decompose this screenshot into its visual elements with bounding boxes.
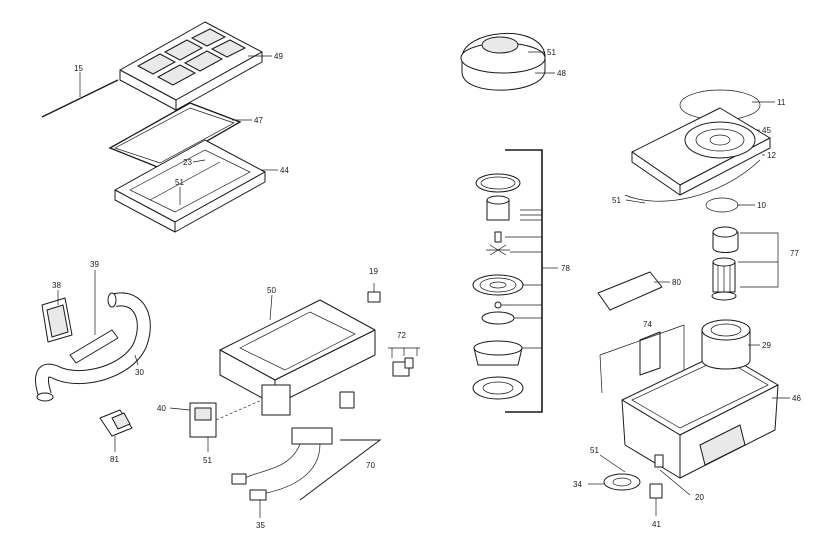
part-12-gasket — [624, 159, 761, 202]
callout-44: 44 — [280, 166, 289, 175]
callout-77: 77 — [790, 249, 799, 258]
bracket-78-ticks — [501, 209, 558, 349]
callout-41: 41 — [652, 520, 661, 529]
callout-labels: 49 15 47 23 44 51 39 38 30 40 81 50 19 7… — [52, 48, 801, 530]
callout-70: 70 — [366, 461, 375, 470]
part-74-latch — [599, 324, 685, 394]
callout-74: 74 — [643, 320, 652, 329]
callout-78: 78 — [561, 264, 570, 273]
part-70-wiring — [231, 427, 382, 501]
callout-48: 48 — [557, 69, 566, 78]
part-30-hose — [35, 292, 151, 402]
callout-51-tank: 51 — [590, 446, 599, 455]
part-72-connectors — [388, 347, 420, 377]
part-39-wand — [69, 329, 119, 364]
part-10-ring — [705, 197, 739, 213]
part-77-filters — [711, 226, 739, 301]
callout-15: 15 — [74, 64, 83, 73]
bracket-78 — [505, 149, 543, 413]
callout-81: 81 — [110, 455, 119, 464]
callout-46: 46 — [792, 394, 801, 403]
part-48-motor-cover — [460, 33, 546, 91]
part-19-clip — [367, 283, 381, 303]
callout-34: 34 — [573, 480, 582, 489]
leader-lines — [57, 51, 790, 518]
callout-50: 50 — [267, 286, 276, 295]
part-44-tray — [114, 139, 266, 233]
callout-45: 45 — [762, 126, 771, 135]
part-29-cyclone — [701, 319, 751, 370]
callout-12: 12 — [767, 151, 776, 160]
callout-38: 38 — [52, 281, 61, 290]
part-78-motor-stack — [472, 173, 524, 400]
part-50-housing — [219, 299, 376, 416]
callout-51-base: 51 — [612, 196, 621, 205]
callout-47: 47 — [254, 116, 263, 125]
callout-80: 80 — [672, 278, 681, 287]
callout-19: 19 — [369, 267, 378, 276]
part-34-cap — [603, 473, 641, 491]
callout-10: 10 — [757, 201, 766, 210]
part-47-frame — [108, 102, 242, 169]
part-81-bag — [99, 409, 133, 437]
part-80-panel — [597, 271, 663, 311]
part-20-clip — [654, 454, 664, 468]
callout-49: 49 — [274, 52, 283, 61]
callout-40: 40 — [157, 404, 166, 413]
callout-23: 23 — [183, 158, 192, 167]
callout-39: 39 — [90, 260, 99, 269]
part-40-switch — [189, 402, 217, 438]
bracket-77 — [738, 232, 779, 288]
callout-20: 20 — [695, 493, 704, 502]
part-49-lid-plate — [119, 21, 263, 111]
part-15-rod — [41, 79, 119, 118]
callout-11: 11 — [777, 98, 786, 107]
part-38-filter — [41, 297, 73, 343]
callout-35: 35 — [256, 521, 265, 530]
part-45-base — [631, 107, 771, 196]
callout-51-tray: 51 — [175, 178, 184, 187]
callout-51-switch: 51 — [203, 456, 212, 465]
callout-29: 29 — [762, 341, 771, 350]
callout-72: 72 — [397, 331, 406, 340]
callout-51-cover: 51 — [547, 48, 556, 57]
callout-30: 30 — [135, 368, 144, 377]
part-46-tank — [621, 351, 779, 479]
part-41-knob — [649, 483, 663, 499]
